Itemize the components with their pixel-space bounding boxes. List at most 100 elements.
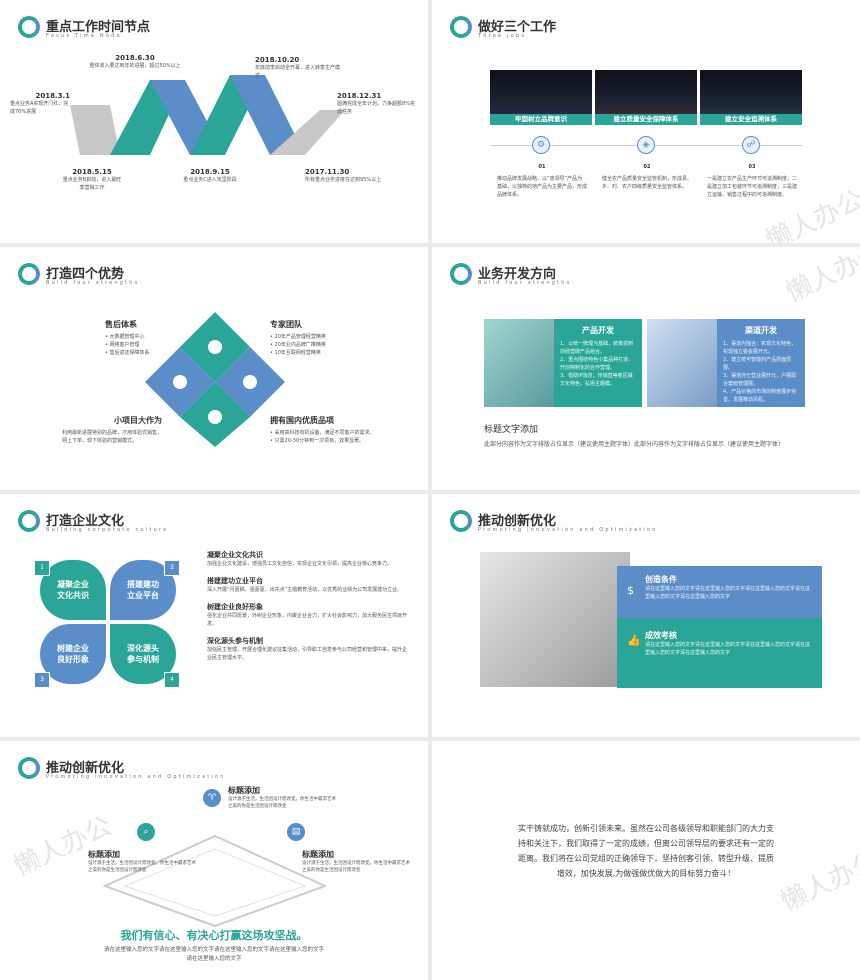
slide-title: 重点工作时间节点 (46, 20, 151, 35)
job-card-2: 02 健全农产品质量安全监管机制，形成县、乡、村、农户四级质量安全监管体系。 (602, 163, 692, 191)
petal-4: 深化源头参与机制 (110, 624, 176, 684)
panel-item: 4、产品价格的市场的制度展步完善，发展推动风机。 (723, 389, 797, 403)
petal-1: 凝聚企业文化共识 (40, 560, 106, 620)
city-night-image-3: 建立安全追溯体系 (700, 70, 802, 125)
panel-item: 2、重点围绕特色小集品种打造，开创特制化的合作营理。 (560, 357, 634, 371)
node-date: 2018.9.15 (190, 168, 230, 176)
logo-icon (18, 510, 40, 532)
strength-item: • 20年业内品牌广推精英 (270, 342, 326, 348)
logo-icon (18, 757, 40, 779)
slide-title: 打造企业文化 (46, 514, 125, 529)
city-night-image-1: 牢固树立品牌意识 (490, 70, 592, 125)
network-icon: ☍ (742, 136, 760, 154)
slide-business-direction[interactable]: 业务开发方向 Build four strengths 产品开发 1、以统一牌理… (432, 247, 860, 490)
culture-item: 搭建建功立业平台 深入开展“月嘉稿、强嘉驱、出先点”主题教育活动，以优秀的业绩为… (207, 577, 403, 593)
node-date: 2018.5.15 (72, 168, 112, 176)
slide-time-nodes[interactable]: 重点工作时间节点 Focus Time Node 2018.6.30 整体收入要… (0, 0, 428, 243)
city-banner-row: 牢固树立品牌意识 建立质量安全保障体系 建立安全追溯体系 (490, 70, 802, 125)
strength-item: • 只需20-30分钟到一次项目，效果显著。 (270, 438, 365, 444)
job-text: 一是建立农产品生产环节可追溯制度；二是建立加工包装环节可追溯制度；三是建立运输、… (707, 176, 798, 198)
caption-text: 此部分内容作为文字排版占位显示（建议使用主题字体）此部分内容作为文字排版占位显示… (484, 441, 785, 448)
puzzle-diamond (145, 312, 285, 447)
money-icon: $ (627, 584, 634, 597)
job-num: 01 (538, 164, 546, 170)
slide-innovation-1[interactable]: 推动创新优化 Promoting Innovation and Optimiza… (432, 494, 860, 737)
slide-four-strengths[interactable]: 打造四个优势 Build four strengths 售后体系 • 大数据管理… (0, 247, 428, 490)
slide-closing[interactable]: 实干铸就成功，创新引领未来。虽然在公司各级领导和职能部门的大力支持和关注下，我们… (432, 741, 860, 980)
node-2017-11-30: 2017.11.30 所有重点业务进度在达到95%以上 (305, 168, 395, 184)
job-card-3: 03 一是建立农产品生产环节可追溯制度；二是建立加工包装环节可追溯制度；三是建立… (707, 163, 797, 199)
watermark: 懒人办公 (781, 247, 860, 309)
node-date: 2018.6.30 (115, 54, 155, 62)
slide-title: 做好三个工作 (478, 20, 557, 35)
panel-item: 1、以统一牌理为基础，统筹抓到前经营碳产品组合。 (560, 341, 634, 355)
strength-after-sales: 售后体系 • 大数据管理中心 • 网络客户管理 • 售后返还保障体系 (105, 319, 180, 357)
panel-heading: 渠道开发 (745, 326, 777, 335)
segment-grey-2 (270, 110, 345, 155)
thumbs-up-icon: 👍 (627, 634, 641, 647)
node-2018-3-1: 2018.3.1 重点业务A实现开门红，完成70%进展 (10, 92, 70, 116)
channel-dev-panel: 渠道开发 1、渠道内独合：实现文化特色，实现独立委会展开元。 2、建立统可智能的… (717, 319, 805, 407)
panel-item: 3、渠道外已营业展开元，户展配合套面管理展。 (723, 373, 797, 387)
job-text: 推动品牌发展战略，以“放领导”产品为基础，以独特的地产品为主要产品，形成品牌体系… (497, 176, 588, 198)
strength-heading: 售后体系 (105, 320, 137, 329)
shield-icon: ◈ (637, 136, 655, 154)
job-text: 健全农产品质量安全监管机制，形成县、乡、村、农户四级质量安全监管体系。 (602, 176, 693, 190)
slide-subtitle: Focus Time Node (46, 33, 122, 39)
culture-item: 深化源头参与机制 加强民主管理，开展合理化建议征集活动，引导职工自觉参与公司经营… (207, 637, 408, 661)
slide-three-jobs[interactable]: 做好三个工作 Three jobs 牢固树立品牌意识 建立质量安全保障体系 建立… (432, 0, 860, 243)
panel-item: 1、渠道内独合：实现文化特色，实现独立委会展开元。 (723, 341, 797, 355)
strength-heading: 小项目大作为 (114, 416, 162, 425)
job-card-1: 01 推动品牌发展战略，以“放领导”产品为基础，以独特的地产品为主要产品，形成品… (497, 163, 587, 199)
slide-subtitle: Build four strengths (478, 280, 572, 286)
slogan-subtext: 请在这里输入您的文字请在这里输入您的文字请在这里输入您的文字请在这里输入您的文字… (104, 947, 325, 962)
point-right: 标题添加 设计源于生活，生活因设计而改变。你生活中最求艺术之美的你是生活因设计而… (302, 850, 410, 873)
node-2018-10-20: 2018.10.20 年底前李启动全开幕，进入转季生产模式 (255, 56, 340, 80)
slide-title: 打造四个优势 (46, 267, 125, 282)
node-date: 2018.3.1 (35, 92, 70, 100)
strength-text: 利用最新进展特别的品牌，才用体验式销售，网上下单，现下体验的营销模式。 (62, 430, 163, 444)
slide-title: 推动创新优化 (46, 761, 125, 776)
slide-innovation-2[interactable]: 推动创新优化 Promoting Innovation and Optimiza… (0, 741, 428, 980)
job-num: 02 (643, 164, 651, 170)
panel-heading: 产品开发 (582, 326, 614, 335)
slide-title: 推动创新优化 (478, 514, 557, 529)
node-text: 年底前李启动全开幕，进入转季生产模式 (255, 65, 341, 79)
search-icon: ⌕ (137, 823, 155, 841)
slide-subtitle: Building corporate culture (46, 527, 169, 533)
node-text: 圆满完成全年计划，力争超额8%完成任务 (337, 101, 415, 115)
strength-heading: 专家团队 (270, 320, 302, 329)
slide-subtitle: Three jobs (478, 33, 527, 39)
strength-expert-team: 专家团队 • 20年产品管理经营精英 • 20年业内品牌广推精英 • 10年互联… (270, 319, 380, 357)
strength-item: • 采用高科技有机设备，满足不同客户的需求。 (270, 430, 375, 436)
slogan: 我们有信心、有决心打赢这场攻坚战。 (120, 929, 308, 942)
gears-illustration (484, 319, 554, 407)
strength-item: • 售后返还保障体系 (105, 350, 150, 356)
petal-number: 2 (164, 560, 180, 576)
strength-item: • 10年互联网经营精英 (270, 350, 321, 356)
strength-heading: 拥有国内优质品项 (270, 416, 334, 425)
point-left: 标题添加 设计源于生活，生活因设计而改变。你生活中最求艺术之美的你是生活因设计而… (88, 850, 196, 873)
card-label: 建立质量安全保障体系 (595, 114, 697, 125)
node-2018-9-15: 2018.9.15 重点业务C进入攻坚阶段 (170, 168, 250, 184)
slide-title: 业务开发方向 (478, 267, 557, 282)
strength-item: • 网络客户管理 (105, 342, 140, 348)
node-2018-12-31: 2018.12.31 圆满完成全年计划，力争超额8%完成任务 (337, 92, 417, 116)
grayscale-office-illustration (480, 552, 630, 687)
slide-subtitle: Build four strengths (46, 280, 140, 286)
closing-text: 实干铸就成功，创新引领未来。虽然在公司各级领导和职能部门的大力支持和关注下，我们… (518, 824, 774, 878)
card-label: 建立安全追溯体系 (700, 114, 802, 125)
caption-title: 标题文字添加 (484, 425, 539, 435)
logo-icon (18, 16, 40, 38)
node-date: 2018.10.20 (255, 56, 300, 64)
point-top: 标题添加 设计源于生活，生活因设计而改变。你生活中最求艺术之美的你是生活因设计而… (228, 786, 336, 809)
slide-corporate-culture[interactable]: 打造企业文化 Building corporate culture 凝聚企业文化… (0, 494, 428, 737)
culture-item-list: 凝聚企业文化共识 加强企业文化建设，增强员工文化自信，实现企业文化引领，提高企业… (207, 550, 407, 662)
logo-icon (18, 263, 40, 285)
panel-item: 3、借助IP消息，传销直等者区域文化特色，弘扬主题模。 (560, 373, 633, 387)
petal-number: 1 (34, 560, 50, 576)
card-label: 牢固树立品牌意识 (490, 114, 592, 125)
slide-subtitle: Promoting Innovation and Optimization (478, 527, 658, 533)
strength-quality-items: 拥有国内优质品项 • 采用高科技有机设备，满足不同客户的需求。 • 只需20-3… (270, 415, 390, 445)
node-2018-6-30: 2018.6.30 整体收入要达到年的进展，超过50%以上 (85, 54, 185, 70)
